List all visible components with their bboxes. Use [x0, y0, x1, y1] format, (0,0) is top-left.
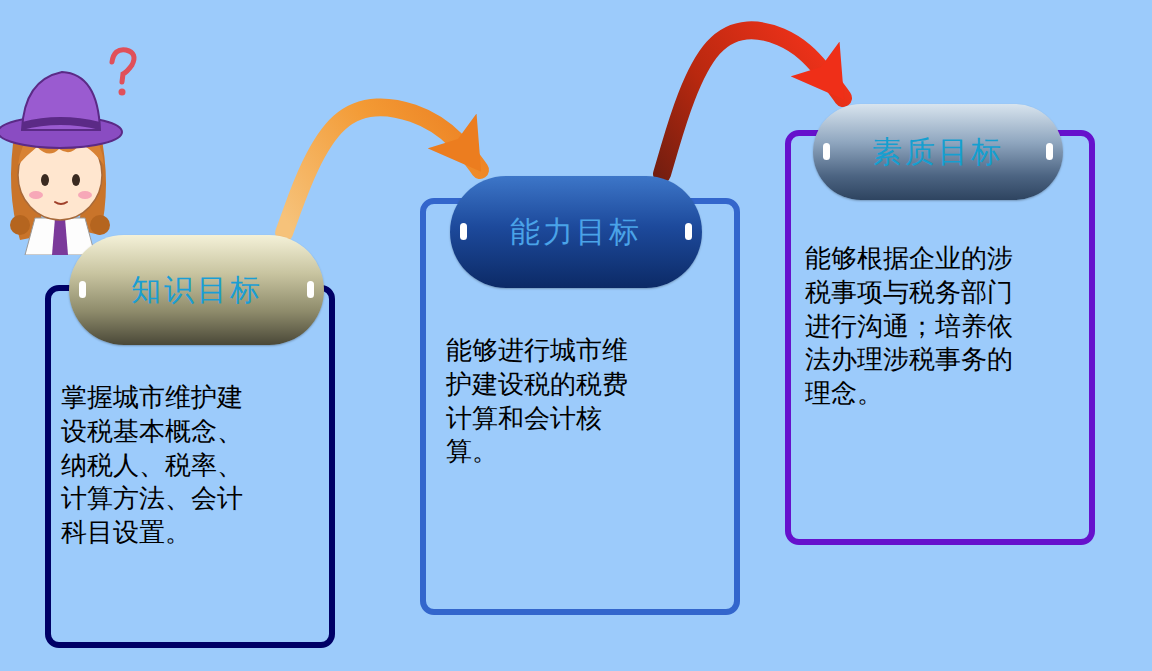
heading-pill: 素质目标	[813, 104, 1063, 200]
curved-arrow	[284, 107, 480, 233]
pill-dot	[307, 281, 314, 298]
goal-panel: 能力目标能够进行城市维护建设税的税费计算和会计核算。	[420, 198, 740, 615]
pill-dot	[460, 223, 467, 240]
pill-dot	[685, 223, 692, 240]
goal-panel: 知识目标掌握城市维护建设税基本概念、纳税人、税率、计算方法、会计科目设置。	[45, 285, 335, 648]
pill-dot	[79, 281, 86, 298]
heading-pill: 能力目标	[450, 176, 702, 288]
panel-heading: 能力目标	[510, 212, 642, 253]
panel-heading: 知识目标	[131, 270, 263, 311]
pill-dot	[1046, 143, 1053, 160]
panel-heading: 素质目标	[872, 132, 1004, 173]
goal-panel: 素质目标能够根据企业的涉税事项与税务部门进行沟通；培养依法办理涉税事务的理念。	[785, 130, 1095, 545]
panel-body-text: 能够进行城市维护建设税的税费计算和会计核算。	[446, 334, 636, 469]
pill-dot	[823, 143, 830, 160]
panel-body-text: 掌握城市维护建设税基本概念、纳税人、税率、计算方法、会计科目设置。	[61, 381, 251, 550]
panel-body-text: 能够根据企业的涉税事项与税务部门进行沟通；培养依法办理涉税事务的理念。	[805, 242, 1021, 411]
girl-illustration	[0, 40, 140, 255]
heading-pill: 知识目标	[69, 235, 324, 345]
